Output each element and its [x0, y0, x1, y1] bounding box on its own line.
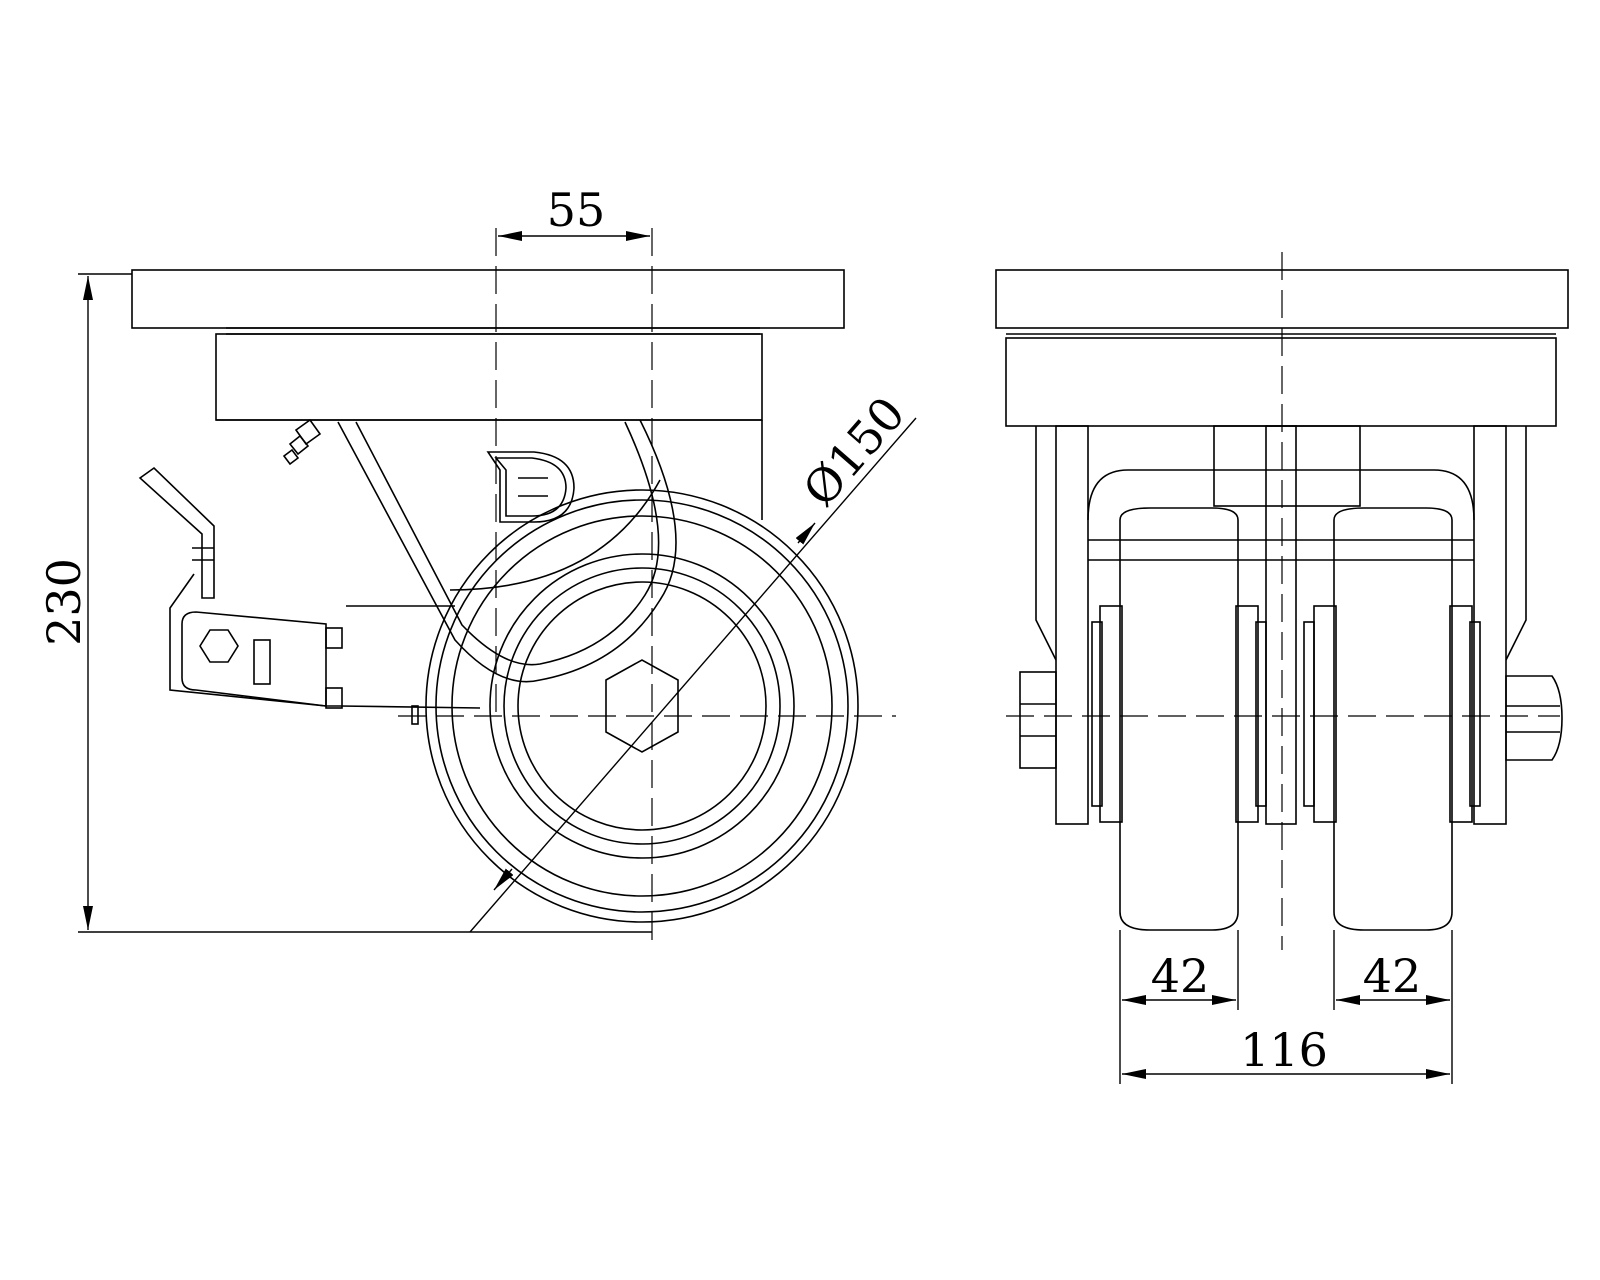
brake-lever	[138, 466, 481, 725]
grease-nipple-icon	[282, 418, 322, 466]
front-fork	[1035, 425, 1527, 825]
swivel-housing	[215, 333, 763, 421]
side-wheel	[425, 489, 859, 923]
center-lines	[398, 228, 896, 950]
front-wheel-left	[1091, 507, 1267, 931]
dim-wheel-width-right: 42	[1363, 949, 1422, 1003]
front-axle-nut-right-icon	[1505, 675, 1563, 761]
front-center-lines	[1006, 252, 1560, 950]
top-plate	[131, 269, 845, 329]
dim-overall-width: 116	[1240, 1023, 1328, 1077]
dim-wheel-width-left: 42	[1151, 949, 1210, 1003]
front-view	[995, 252, 1569, 950]
front-wheel-right	[1303, 507, 1481, 931]
dim-swivel-offset: 55	[547, 183, 606, 237]
front-view-dimensions	[1119, 930, 1453, 1084]
fork-leg	[337, 419, 677, 683]
front-swivel-housing	[1005, 337, 1557, 427]
brand-logo-icon	[486, 451, 575, 523]
dim-wheel-diameter: Ø150	[792, 386, 915, 516]
dim-total-height: 230	[37, 558, 91, 646]
dim-line-diameter	[469, 417, 917, 933]
front-axle-nut-left-icon	[1019, 671, 1057, 769]
side-view	[131, 228, 896, 950]
axle-nut-icon	[605, 659, 679, 753]
side-view-dimensions	[78, 231, 917, 933]
